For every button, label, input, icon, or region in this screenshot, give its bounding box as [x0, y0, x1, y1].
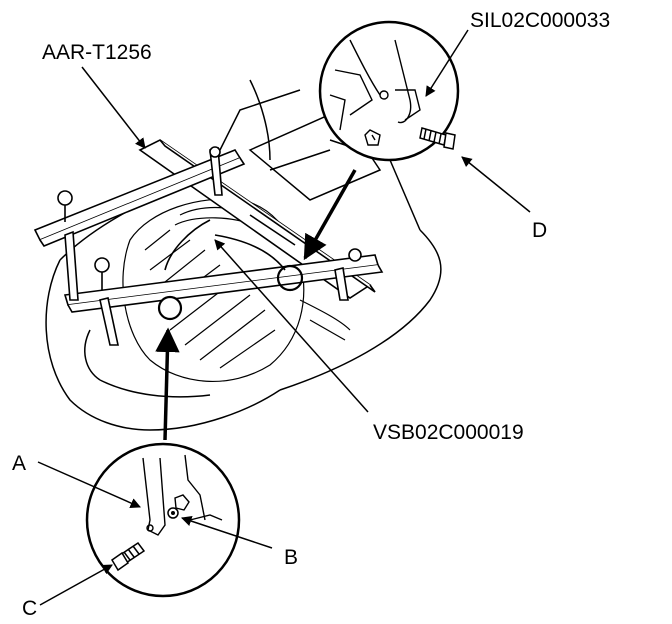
bolt-c-icon [110, 541, 146, 572]
callout-b: B [284, 546, 299, 569]
callout-a: A [12, 452, 27, 475]
mount-circle-right [276, 264, 304, 292]
engine-support-beam [33, 139, 384, 346]
center-code-label: VSB02C000019 [373, 421, 524, 444]
bolt-d-icon [419, 127, 456, 150]
leader-lines [37, 29, 531, 606]
detail-circle-top [318, 20, 460, 162]
detail-circle-bottom [85, 442, 241, 598]
callout-c: C [22, 597, 38, 620]
callout-d: D [532, 219, 548, 242]
detail-arrows [155, 169, 357, 441]
mount-circle-left [157, 295, 183, 321]
detail-top-code-label: SIL02C000033 [470, 9, 611, 32]
tool-support-label: AAR-T1256 [42, 41, 152, 64]
